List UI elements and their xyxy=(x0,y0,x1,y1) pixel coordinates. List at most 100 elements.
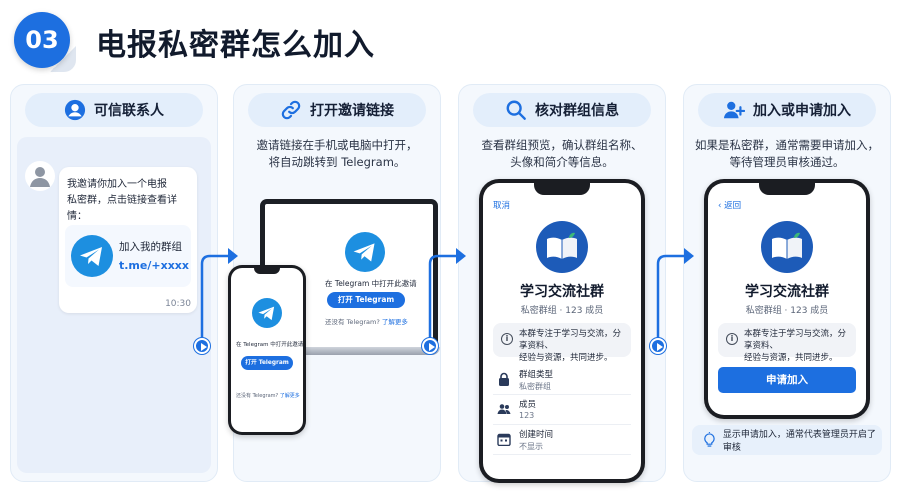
back-button[interactable]: ‹ 返回 xyxy=(718,201,742,211)
invite-link-card[interactable]: 加入我的群组 t.me/+xxxxx xyxy=(65,225,191,287)
connector-node-3 xyxy=(650,338,666,354)
book-icon xyxy=(772,232,802,259)
step-title-pill: 可信联系人 xyxy=(25,93,203,127)
step-title-pill: 核对群组信息 xyxy=(473,93,651,127)
laptop-learn-more-link[interactable]: 了解更多 xyxy=(381,318,408,326)
step-panel-trusted-contact: 可信联系人 我邀请你加入一个电报 私密群，点击链接查看详情： 加入我的群组 t.… xyxy=(10,84,218,482)
group-subtitle: 私密群组 · 123 成员 xyxy=(520,306,604,316)
detail-value: 不显示 xyxy=(519,442,543,451)
chat-message-text: 我邀请你加入一个电报 私密群，点击链接查看详情： xyxy=(67,177,191,225)
telegram-logo-icon xyxy=(71,235,113,277)
step-panel-open-link: 打开邀请链接 邀请链接在手机或电脑中打开， 将自动跳转到 Telegram。 在… xyxy=(228,84,441,482)
step-panel-join: 加入或申请加入 如果是私密群，通常需要申请加入， 等待管理员审核通过。 ‹ 返回… xyxy=(683,84,891,482)
group-details: 群组类型 私密群组 成员 123 xyxy=(493,365,631,455)
detail-value: 私密群组 xyxy=(519,382,551,391)
step-title: 加入或申请加入 xyxy=(753,103,851,119)
detail-row-type: 群组类型 私密群组 xyxy=(493,365,631,395)
description-line-1: 查看群组预览，确认群组名称、 xyxy=(481,138,643,152)
phone-join-request: ‹ 返回 学习交流社群 私密群组 · 123 成员 i 本群专注于学习与交流，分… xyxy=(704,179,870,419)
about-line-2: 经验与资源，共同进步。 xyxy=(519,353,613,363)
cancel-button[interactable]: 取消 xyxy=(493,201,511,211)
small-phone: 在 Telegram 中打开此邀请 打开 Telegram 还没有 Telegr… xyxy=(228,265,306,435)
step-title: 核对群组信息 xyxy=(535,103,619,119)
step-panel-verify-group: 核对群组信息 查看群组预览，确认群组名称、 头像和简介等信息。 取消 学习交流社… xyxy=(458,84,666,483)
lock-icon xyxy=(499,372,509,386)
description-line-2: 将自动跳转到 Telegram。 xyxy=(268,155,406,169)
step-description: 邀请链接在手机或电脑中打开， 将自动跳转到 Telegram。 xyxy=(242,137,432,171)
lightbulb-icon xyxy=(704,432,715,447)
group-name: 学习交流社群 xyxy=(520,284,604,300)
phone-learn-more-link[interactable]: 了解更多 xyxy=(279,393,300,399)
detail-label: 群组类型 xyxy=(519,370,554,380)
detail-row-created: 创建时间 不显示 xyxy=(493,425,631,455)
phone-screen: 取消 学习交流社群 私密群组 · 123 成员 i 本群专注于学习与交流，分享资… xyxy=(483,183,641,479)
search-icon xyxy=(506,100,526,120)
request-join-button[interactable]: 申请加入 xyxy=(718,367,856,393)
tip-text: 显示申请加入，通常代表管理员开启了审核 xyxy=(722,430,876,453)
connector-node-2 xyxy=(422,338,438,354)
connector-node-1 xyxy=(194,338,210,354)
description-line-1: 邀请链接在手机或电脑中打开， xyxy=(256,138,418,152)
calendar-icon xyxy=(497,433,511,446)
phone-open-telegram-button[interactable]: 打开 Telegram xyxy=(241,356,293,370)
connector-arrow-2 xyxy=(428,248,466,344)
laptop-no-app-row: 还没有 Telegram? 了解更多 xyxy=(325,316,408,326)
step-badge: 03 xyxy=(10,8,76,72)
step-number: 03 xyxy=(14,12,70,68)
step-title: 打开邀请链接 xyxy=(310,103,394,119)
laptop-open-telegram-button[interactable]: 打开 Telegram xyxy=(327,292,405,308)
description-line-2: 等待管理员审核通过。 xyxy=(729,155,845,169)
phone-open-text: 在 Telegram 中打开此邀请 xyxy=(236,342,303,348)
chat-line-2: 私密群，点击链接查看详情： xyxy=(67,195,177,222)
link-icon xyxy=(281,100,301,120)
about-line-2: 经验与资源，共同进步。 xyxy=(744,353,838,363)
telegram-logo-icon xyxy=(252,298,282,328)
step-title-pill: 加入或申请加入 xyxy=(698,93,876,127)
page-title: 电报私密群怎么加入 xyxy=(96,28,375,63)
chat-message-bubble: 我邀请你加入一个电报 私密群，点击链接查看详情： 加入我的群组 t.me/+xx… xyxy=(59,167,197,313)
laptop-no-app-text: 还没有 Telegram? xyxy=(325,318,380,326)
description-line-1: 如果是私密群，通常需要申请加入， xyxy=(695,138,879,152)
phone-group-preview: 取消 学习交流社群 私密群组 · 123 成员 i 本群专注于学习与交流，分享资… xyxy=(479,179,645,483)
contact-avatar xyxy=(25,161,55,191)
phone-notch xyxy=(534,183,590,195)
group-avatar xyxy=(536,221,588,273)
group-name: 学习交流社群 xyxy=(745,284,829,300)
group-about-box: i 本群专注于学习与交流，分享资料、 经验与资源，共同进步。 xyxy=(718,323,856,363)
phone-no-app-text: 还没有 Telegram? xyxy=(236,393,279,399)
laptop-open-text: 在 Telegram 中打开此邀请 xyxy=(325,279,417,288)
step-description: 查看群组预览，确认群组名称、 头像和简介等信息。 xyxy=(467,137,657,171)
phone-screen: ‹ 返回 学习交流社群 私密群组 · 123 成员 i 本群专注于学习与交流，分… xyxy=(708,183,866,415)
phone-notch xyxy=(759,183,815,195)
detail-value: 123 xyxy=(519,411,535,420)
detail-row-members: 成员 123 xyxy=(493,395,631,425)
small-phone-screen: 在 Telegram 中打开此邀请 打开 Telegram 还没有 Telegr… xyxy=(231,268,303,432)
user-circle-icon xyxy=(64,99,86,121)
description-line-2: 头像和简介等信息。 xyxy=(510,155,614,169)
person-icon xyxy=(30,167,50,187)
about-line-1: 本群专注于学习与交流，分享资料、 xyxy=(744,329,847,351)
members-icon xyxy=(497,404,511,414)
connector-arrow-1 xyxy=(200,248,238,344)
step-description: 如果是私密群，通常需要申请加入， 等待管理员审核通过。 xyxy=(692,137,882,171)
add-user-icon xyxy=(723,101,745,119)
phone-no-app-row: 还没有 Telegram? 了解更多 xyxy=(236,392,300,399)
invite-link-url[interactable]: t.me/+xxxxx xyxy=(119,259,189,272)
connector-arrow-3 xyxy=(656,248,694,344)
step-title-pill: 打开邀请链接 xyxy=(248,93,426,127)
invite-link-title: 加入我的群组 xyxy=(119,241,182,253)
book-icon xyxy=(547,232,577,259)
info-icon: i xyxy=(501,333,513,345)
laptop-base xyxy=(248,347,440,355)
group-about-box: i 本群专注于学习与交流，分享资料、 经验与资源，共同进步。 xyxy=(493,323,631,363)
detail-label: 创建时间 xyxy=(519,430,554,440)
tip-box: 显示申请加入，通常代表管理员开启了审核 xyxy=(692,425,882,455)
telegram-logo-icon xyxy=(345,232,385,272)
phone-notch xyxy=(254,268,280,274)
chat-timestamp: 10:30 xyxy=(165,299,191,309)
about-line-1: 本群专注于学习与交流，分享资料、 xyxy=(519,329,622,351)
group-avatar xyxy=(761,221,813,273)
chat-line-1: 我邀请你加入一个电报 xyxy=(67,179,167,190)
step-title: 可信联系人 xyxy=(94,103,164,119)
info-icon: i xyxy=(726,333,738,345)
